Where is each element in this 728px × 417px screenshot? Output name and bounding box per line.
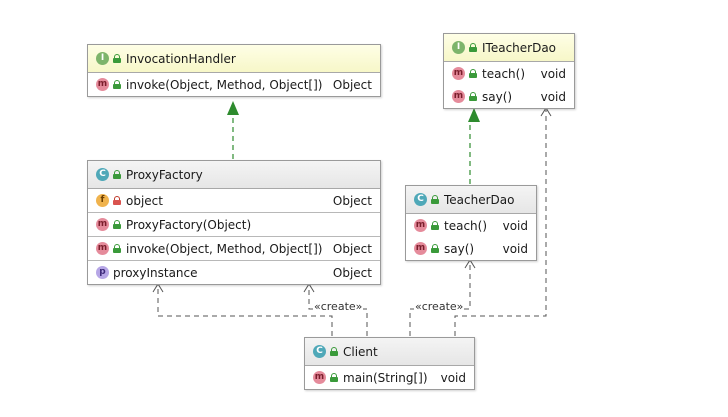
member-row[interactable]: m teach() void (444, 62, 574, 85)
realization-arrowhead-invocationhandler (227, 101, 239, 115)
member-row[interactable]: m ProxyFactory(Object) (88, 213, 380, 236)
proxyfactory-title: ProxyFactory (126, 167, 203, 182)
proxyfactory-box[interactable]: C ProxyFactory f object Object m ProxyFa… (87, 160, 381, 285)
teacherdao-methods: m teach() void m say() void (406, 214, 536, 260)
client-header: C Client (305, 338, 474, 366)
member-type: void (502, 241, 528, 256)
interface-icon: I (96, 52, 109, 65)
public-icon (113, 244, 121, 253)
method-icon: m (96, 242, 109, 255)
invocationhandler-header: I InvocationHandler (88, 45, 380, 73)
public-icon (431, 221, 439, 230)
member-type: void (540, 89, 566, 104)
create-label-teacherdao: «create» (414, 300, 465, 313)
proxyfactory-methods: m invoke(Object, Method, Object[]) Objec… (88, 237, 380, 261)
iteacherdao-title: ITeacherDao (482, 40, 557, 55)
public-icon (469, 43, 477, 52)
public-icon (469, 92, 477, 101)
member-name: ProxyFactory(Object) (126, 217, 252, 232)
member-row[interactable]: m invoke(Object, Method, Object[]) Objec… (88, 237, 380, 260)
member-name: teach() (482, 66, 526, 81)
teacherdao-header: C TeacherDao (406, 186, 536, 214)
class-icon: C (414, 193, 427, 206)
proxyfactory-header: C ProxyFactory (88, 161, 380, 189)
iteacherdao-box[interactable]: I ITeacherDao m teach() void m say() voi… (443, 33, 575, 109)
create-label-proxyfactory: «create» (313, 300, 364, 313)
dependency-client-iteacherdao (454, 110, 547, 336)
member-type: void (540, 66, 566, 81)
member-name: say() (482, 89, 513, 104)
public-icon (330, 373, 338, 382)
method-icon: m (96, 218, 109, 231)
public-icon (113, 80, 121, 89)
teacherdao-box[interactable]: C TeacherDao m teach() void m say() void (405, 185, 537, 261)
method-icon: m (452, 90, 465, 103)
member-type: void (502, 218, 528, 233)
member-name: invoke(Object, Method, Object[]) (126, 77, 323, 92)
class-icon: C (96, 168, 109, 181)
member-name: invoke(Object, Method, Object[]) (126, 241, 323, 256)
dependency-client-proxyfactory-left (157, 286, 333, 336)
iteacherdao-header: I ITeacherDao (444, 34, 574, 62)
member-row[interactable]: f object Object (88, 189, 380, 212)
public-icon (113, 54, 121, 63)
client-box[interactable]: C Client m main(String[]) void (304, 337, 475, 390)
member-row[interactable]: p proxyInstance Object (88, 261, 380, 284)
realization-arrowhead-iteacherdao (468, 108, 480, 122)
member-name: object (126, 193, 163, 208)
member-type: Object (332, 77, 372, 92)
public-icon (113, 220, 121, 229)
client-title: Client (343, 344, 378, 359)
public-icon (431, 244, 439, 253)
proxyfactory-constructors: m ProxyFactory(Object) (88, 213, 380, 237)
member-type: Object (332, 265, 372, 280)
member-row[interactable]: m main(String[]) void (305, 366, 474, 389)
member-name: teach() (444, 218, 488, 233)
member-row[interactable]: m invoke(Object, Method, Object[]) Objec… (88, 73, 380, 96)
member-name: proxyInstance (113, 265, 198, 280)
method-icon: m (452, 67, 465, 80)
create-client-teacherdao (409, 262, 471, 336)
member-row[interactable]: m teach() void (406, 214, 536, 237)
invocationhandler-methods: m invoke(Object, Method, Object[]) Objec… (88, 73, 380, 96)
member-row[interactable]: m say() void (444, 85, 574, 108)
teacherdao-title: TeacherDao (444, 192, 515, 207)
interface-icon: I (452, 41, 465, 54)
member-type: void (440, 370, 466, 385)
member-type: Object (332, 193, 372, 208)
iteacherdao-methods: m teach() void m say() void (444, 62, 574, 108)
field-icon: f (96, 194, 109, 207)
proxyfactory-fields: f object Object (88, 189, 380, 213)
public-icon (113, 170, 121, 179)
method-icon: m (96, 78, 109, 91)
public-icon (469, 69, 477, 78)
member-type: Object (332, 241, 372, 256)
public-icon (330, 347, 338, 356)
client-methods: m main(String[]) void (305, 366, 474, 389)
invocationhandler-title: InvocationHandler (126, 51, 236, 66)
public-icon (431, 195, 439, 204)
method-icon: m (313, 371, 326, 384)
proxyfactory-properties: p proxyInstance Object (88, 261, 380, 284)
method-icon: m (414, 242, 427, 255)
member-name: say() (444, 241, 475, 256)
private-lock-icon (113, 196, 121, 205)
class-icon: C (313, 345, 326, 358)
property-icon: p (96, 266, 109, 279)
invocationhandler-box[interactable]: I InvocationHandler m invoke(Object, Met… (87, 44, 381, 97)
method-icon: m (414, 219, 427, 232)
member-row[interactable]: m say() void (406, 237, 536, 260)
member-name: main(String[]) (343, 370, 428, 385)
